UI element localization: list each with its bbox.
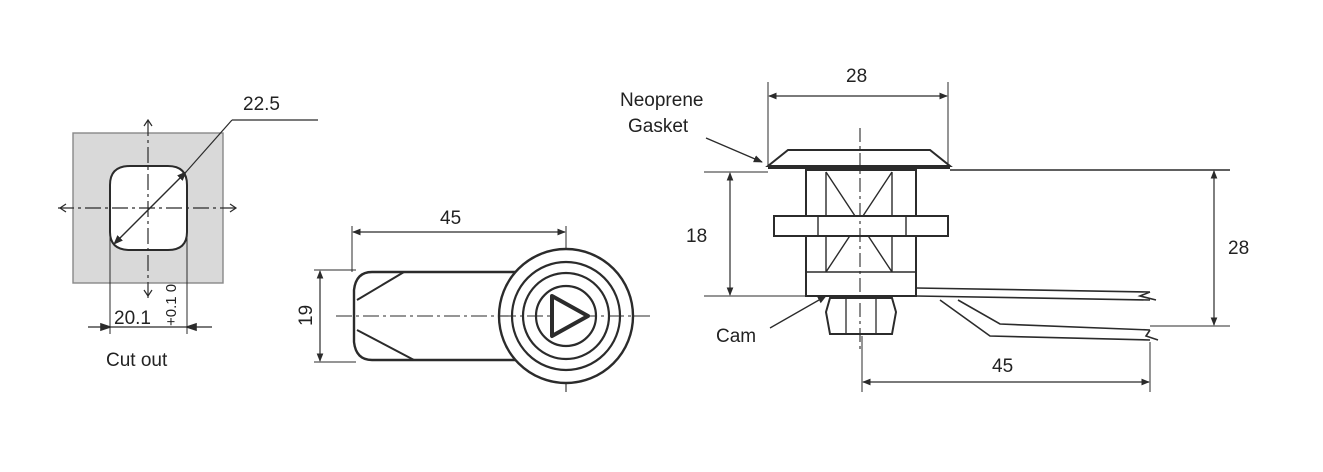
dim-diagonal-leader xyxy=(185,119,233,173)
gasket-head xyxy=(765,149,953,167)
cam-dim-width-value: 19 xyxy=(296,305,317,326)
cutout-view xyxy=(58,118,318,334)
cutout-caption: Cut out xyxy=(106,350,168,371)
panel-edge-ticks xyxy=(58,118,238,298)
dim-diagonal-line xyxy=(113,171,187,245)
dim-width-arrows xyxy=(100,322,197,332)
gasket-label-line1: Neoprene xyxy=(620,90,703,111)
cam-top-view xyxy=(314,226,650,392)
dim-diagonal-value: 22.5 xyxy=(243,94,280,115)
cam-screw-nut xyxy=(824,297,898,335)
side-view xyxy=(704,82,1230,392)
gasket-label-line2: Gasket xyxy=(628,116,689,137)
side-dim-45-value: 45 xyxy=(992,356,1013,377)
gasket-leader xyxy=(705,137,763,163)
cam-plate xyxy=(915,287,1159,341)
cam-label: Cam xyxy=(716,326,756,347)
dim-width-value: 20.1 xyxy=(114,308,151,329)
side-dim-top-value: 28 xyxy=(846,66,867,87)
cam-leader xyxy=(769,295,827,329)
side-dim-18-value: 18 xyxy=(686,226,707,247)
triangle-key-icon xyxy=(550,294,590,338)
cam-arm-outline xyxy=(352,270,520,362)
cam-dim-length-value: 45 xyxy=(440,208,461,229)
mounting-nut xyxy=(773,215,949,237)
dim-width-tolerance: +0.1 0 xyxy=(163,284,180,326)
cam-arm-chamfer xyxy=(356,271,415,361)
side-dim-28-right-value: 28 xyxy=(1228,238,1249,259)
